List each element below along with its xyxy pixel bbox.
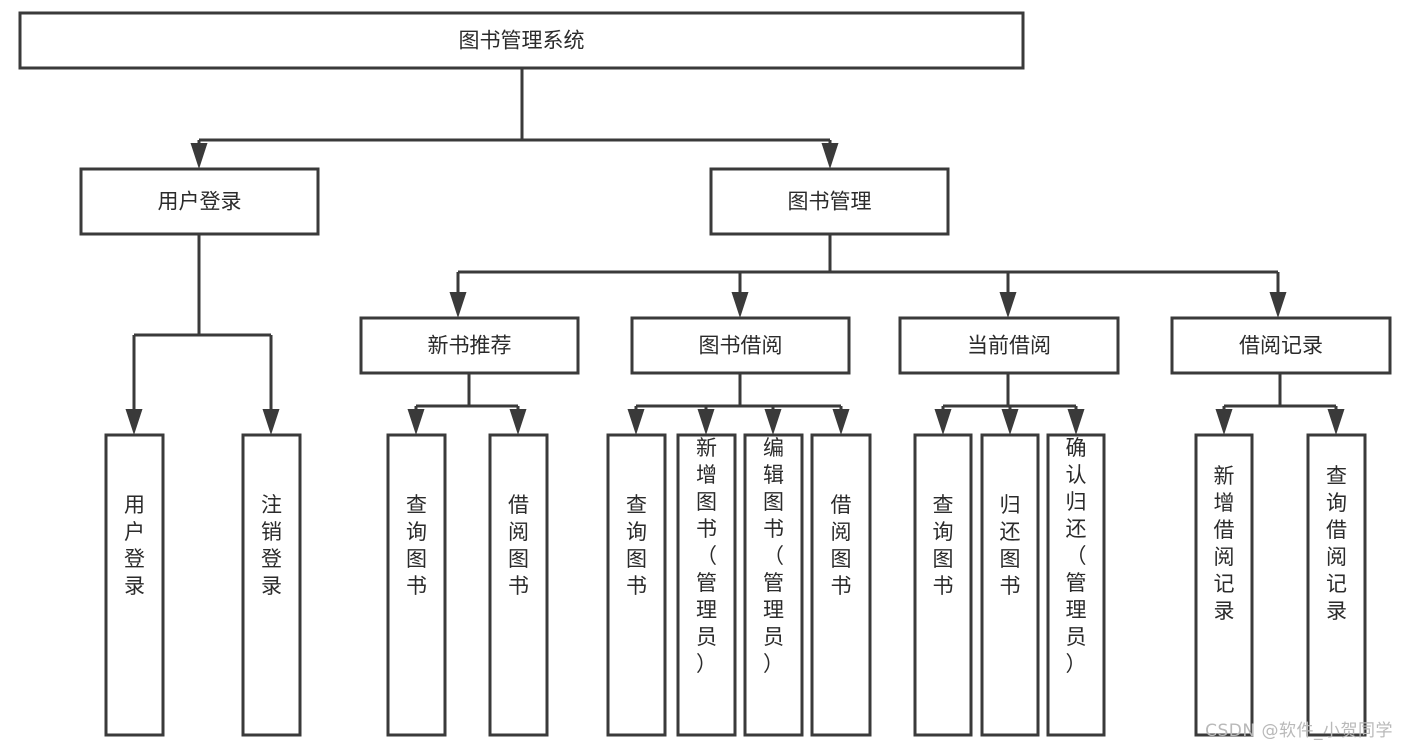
book-mgmt-arrow-2-head <box>999 292 1017 318</box>
node-leaf-add-borrow-record-rect[interactable] <box>1194 433 1254 737</box>
node-new-book-recommend-rect[interactable] <box>359 316 580 375</box>
node-book-management-rect[interactable] <box>709 167 950 236</box>
node-leaf-confirm-return-admin-rect[interactable] <box>1046 433 1106 737</box>
node-leaf-add-book-admin-rect[interactable] <box>676 433 737 737</box>
node-book-borrow[interactable]: 图书借阅 <box>630 316 851 375</box>
node-borrow-record-label: 借阅记录 <box>1239 334 1323 358</box>
node-current-borrow-label: 当前借阅 <box>967 334 1051 358</box>
node-leaf-return-book-label: 归还图书 <box>1000 493 1021 598</box>
node-leaf-edit-book-admin[interactable]: 编辑图书（管理员） <box>743 433 804 737</box>
node-new-book-recommend-label: 新书推荐 <box>428 334 512 358</box>
book-mgmt-arrow-0-head <box>449 292 467 318</box>
node-leaf-query-borrow-record-label: 查询借阅记录 <box>1326 464 1347 623</box>
node-leaf-confirm-return-admin[interactable]: 确认归还（管理员） <box>1046 433 1106 737</box>
book-mgmt-arrow-1-head <box>731 292 749 318</box>
node-book-management-label: 图书管理 <box>788 190 872 214</box>
node-new-book-recommend[interactable]: 新书推荐 <box>359 316 580 375</box>
node-leaf-query-book-recommend-label: 查询图书 <box>406 493 427 598</box>
node-user-login-label: 用户登录 <box>158 190 242 214</box>
node-leaf-query-book-current[interactable]: 查询图书 <box>913 433 973 737</box>
node-leaf-query-borrow-record-rect[interactable] <box>1306 433 1367 737</box>
book-borrow-leaf-arrow-2-head <box>764 409 782 435</box>
node-boxes-layer: 图书管理系统用户登录图书管理新书推荐图书借阅当前借阅借阅记录用户登录注销登录查询… <box>18 11 1392 737</box>
node-leaf-user-login-rect[interactable] <box>104 433 165 737</box>
root-branch-arrow-0-head <box>190 143 208 169</box>
book-borrow-leaf-arrow-0-head <box>627 409 645 435</box>
node-leaf-query-book-label: 查询图书 <box>626 493 647 598</box>
node-leaf-user-logout-label: 注销登录 <box>261 493 282 598</box>
book-borrow-leaf-arrow-1-head <box>697 409 715 435</box>
node-leaf-user-login[interactable]: 用户登录 <box>104 433 165 737</box>
node-current-borrow-rect[interactable] <box>898 316 1120 375</box>
node-leaf-borrow-book[interactable]: 借阅图书 <box>810 433 872 737</box>
node-borrow-record[interactable]: 借阅记录 <box>1170 316 1392 375</box>
node-leaf-query-borrow-record[interactable]: 查询借阅记录 <box>1306 433 1367 737</box>
node-leaf-query-book-recommend-rect[interactable] <box>386 433 447 737</box>
node-leaf-query-book[interactable]: 查询图书 <box>606 433 667 737</box>
node-root-system-rect[interactable] <box>18 11 1025 70</box>
user-login-arrow-1-head <box>262 409 280 435</box>
current-borrow-leaf-arrow-2-head <box>1067 409 1085 435</box>
current-borrow-leaf-arrow-1-head <box>1001 409 1019 435</box>
node-leaf-add-borrow-record-label: 新增借阅记录 <box>1214 464 1235 623</box>
node-leaf-return-book-rect[interactable] <box>980 433 1040 737</box>
node-current-borrow[interactable]: 当前借阅 <box>898 316 1120 375</box>
node-leaf-user-logout-rect[interactable] <box>241 433 302 737</box>
node-leaf-query-book-rect[interactable] <box>606 433 667 737</box>
book-borrow-leaf-arrow-3-head <box>832 409 850 435</box>
book-mgmt-arrow-3-head <box>1269 292 1287 318</box>
node-leaf-add-book-admin-label: 新增图书（管理员） <box>696 436 717 676</box>
node-leaf-user-login-label: 用户登录 <box>124 493 145 598</box>
borrow-record-leaf-arrow-1-head <box>1327 409 1345 435</box>
node-leaf-query-book-current-rect[interactable] <box>913 433 973 737</box>
new-book-recommend-leaf-arrow-1-head <box>509 409 527 435</box>
node-leaf-query-book-current-label: 查询图书 <box>933 493 954 598</box>
node-leaf-borrow-book-recommend[interactable]: 借阅图书 <box>488 433 549 737</box>
node-leaf-borrow-book-recommend-rect[interactable] <box>488 433 549 737</box>
node-leaf-user-logout[interactable]: 注销登录 <box>241 433 302 737</box>
new-book-recommend-leaf-arrow-0-head <box>407 409 425 435</box>
node-leaf-add-borrow-record[interactable]: 新增借阅记录 <box>1194 433 1254 737</box>
node-leaf-add-book-admin[interactable]: 新增图书（管理员） <box>676 433 737 737</box>
node-leaf-edit-book-admin-label: 编辑图书（管理员） <box>763 436 784 676</box>
node-borrow-record-rect[interactable] <box>1170 316 1392 375</box>
node-book-borrow-label: 图书借阅 <box>699 334 783 358</box>
borrow-record-leaf-arrow-0-head <box>1215 409 1233 435</box>
node-user-login-rect[interactable] <box>79 167 320 236</box>
current-borrow-leaf-arrow-0-head <box>934 409 952 435</box>
node-book-borrow-rect[interactable] <box>630 316 851 375</box>
node-user-login[interactable]: 用户登录 <box>79 167 320 236</box>
node-root-system[interactable]: 图书管理系统 <box>18 11 1025 70</box>
node-leaf-borrow-book-rect[interactable] <box>810 433 872 737</box>
node-leaf-borrow-book-label: 借阅图书 <box>831 493 852 598</box>
node-root-system-label: 图书管理系统 <box>459 29 585 53</box>
node-leaf-edit-book-admin-rect[interactable] <box>743 433 804 737</box>
root-branch-arrow-1-head <box>821 143 839 169</box>
user-login-arrow-0-head <box>125 409 143 435</box>
connectors-layer <box>125 68 1345 435</box>
node-leaf-query-book-recommend[interactable]: 查询图书 <box>386 433 447 737</box>
node-leaf-confirm-return-admin-label: 确认归还（管理员） <box>1066 436 1087 676</box>
node-leaf-borrow-book-recommend-label: 借阅图书 <box>508 493 529 598</box>
node-book-management[interactable]: 图书管理 <box>709 167 950 236</box>
node-leaf-return-book[interactable]: 归还图书 <box>980 433 1040 737</box>
